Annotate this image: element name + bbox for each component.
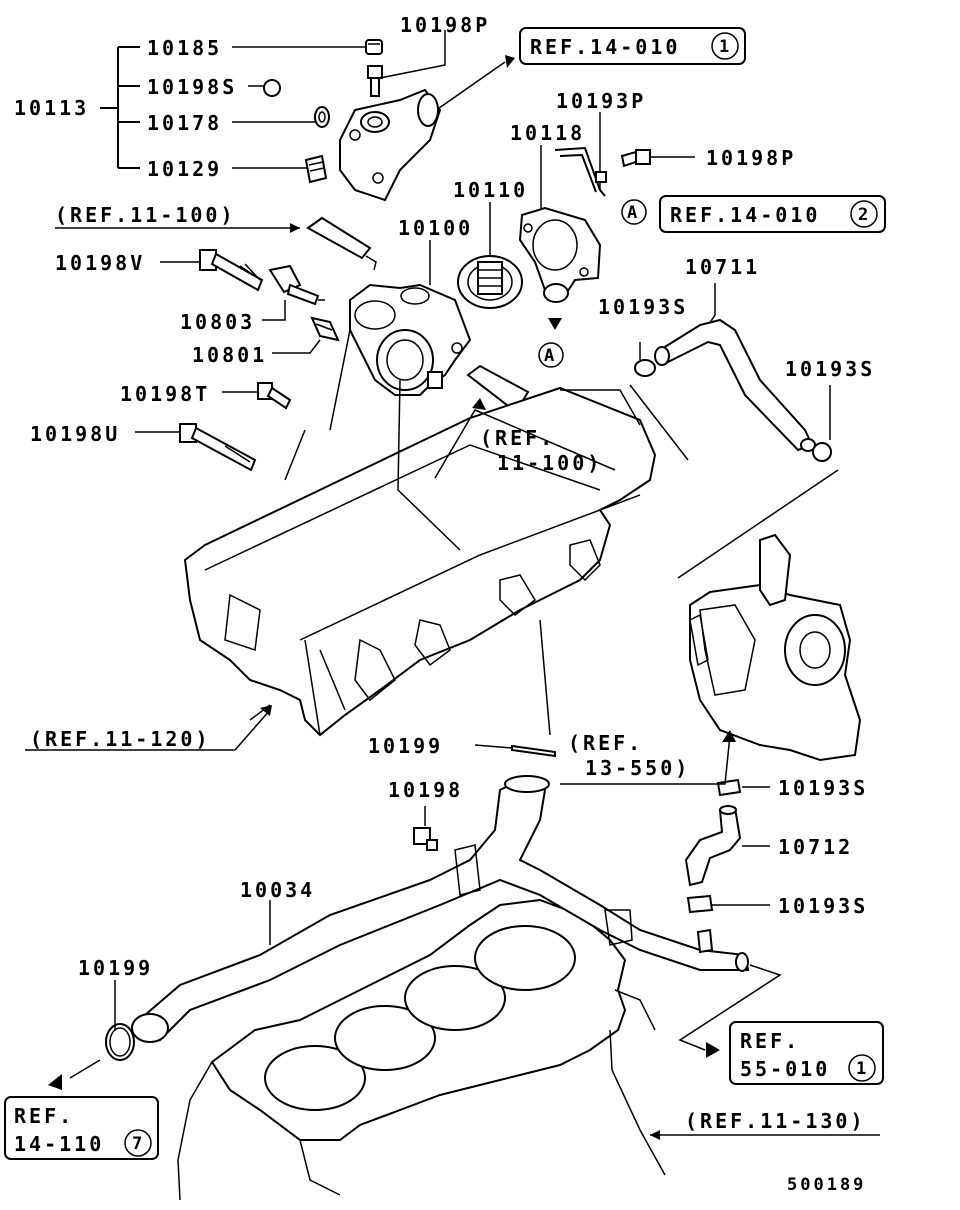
part-10801-sensor (310, 316, 340, 342)
ref-14-110-line1: REF. (14, 1104, 74, 1128)
part-10110-thermostat (457, 255, 523, 309)
ref-box-14-010-2: REF.14-010 2 (659, 195, 886, 233)
ref-11-100-mid-line1: (REF. (480, 426, 555, 450)
marker-a-lower: A (538, 342, 564, 368)
drawing-number: 500189 (787, 1175, 866, 1195)
label-10198V: 10198V (55, 251, 145, 275)
label-10193S-c: 10193S (778, 776, 868, 800)
label-10193S-a: 10193S (598, 295, 688, 319)
ref-11-120: (REF.11-120) (30, 727, 211, 751)
label-10034: 10034 (240, 878, 315, 902)
part-10198U-bolt (179, 423, 257, 472)
part-10198T-bolt (257, 382, 292, 410)
ref-box-14-110: REF. 14-110 7 (4, 1096, 159, 1160)
arrowheads (48, 55, 736, 1140)
part-10198P-bolt-right (620, 149, 651, 168)
label-10193S-b: 10193S (785, 357, 875, 381)
part-water-outlet-fitting (339, 88, 442, 202)
part-10199-oring-mid (511, 744, 556, 758)
ref-11-100-mid: (REF. 11-100) (480, 426, 602, 475)
part-10193S-clamp-d (686, 894, 714, 914)
part-10198P-bolt-top (367, 65, 383, 97)
label-10113: 10113 (14, 96, 89, 120)
part-small-hose-top (306, 216, 377, 271)
ref-11-100-mid-line2: 11-100) (497, 451, 602, 475)
marker-a-upper-text: A (627, 203, 640, 223)
guide-lines-head (249, 329, 839, 736)
ref-14-010-1-circle: 1 (719, 37, 732, 57)
label-10193P: 10193P (556, 89, 646, 113)
ref-box-14-010-1: REF.14-010 1 (519, 27, 746, 65)
label-10711: 10711 (685, 255, 760, 279)
part-10193S-clamp-a (634, 359, 656, 377)
part-10199-oring-low (105, 1023, 135, 1061)
ref-11-130: (REF.11-130) (685, 1109, 866, 1133)
label-10803: 10803 (180, 310, 255, 334)
ref-14-010-2-circle: 2 (858, 205, 871, 225)
part-cylinder-head (183, 386, 657, 737)
leaders-lower (25, 227, 880, 1136)
label-10198S: 10198S (147, 75, 237, 99)
part-engine-subassembly (689, 533, 862, 762)
label-10193S-d: 10193S (778, 894, 868, 918)
label-10185: 10185 (147, 36, 222, 60)
label-10199-low: 10199 (78, 956, 153, 980)
part-10711-hose (654, 318, 816, 452)
ref-55-010-line2: 55-010 (740, 1057, 830, 1081)
label-10198U: 10198U (30, 422, 120, 446)
label-10198: 10198 (388, 778, 463, 802)
label-10198P-top: 10198P (400, 13, 490, 37)
label-10198T: 10198T (120, 382, 210, 406)
label-10100: 10100 (398, 216, 473, 240)
ref-box-55-010: REF. 55-010 1 (729, 1021, 884, 1085)
ref-55-010-line1: REF. (740, 1029, 800, 1053)
part-cylinder-block (177, 898, 666, 1201)
part-10178-gasket (314, 106, 330, 128)
part-10118-thermostat-cover (518, 206, 602, 303)
part-10193P-bracket (554, 146, 607, 197)
ref-13-550-line1: (REF. (568, 731, 643, 755)
part-10193S-clamp-b (812, 442, 832, 462)
ref-13-550: (REF. 13-550) (568, 731, 690, 780)
label-10712: 10712 (778, 835, 853, 859)
part-10712-hose (684, 805, 742, 887)
label-10129: 10129 (147, 157, 222, 181)
marker-a-lower-text: A (544, 346, 557, 366)
ref-13-550-line2: 13-550) (585, 756, 690, 780)
label-10198P-right: 10198P (706, 146, 796, 170)
label-10199-mid: 10199 (368, 734, 443, 758)
part-10198S-plug (263, 79, 281, 97)
part-small-hose-mid (466, 364, 530, 414)
label-10118: 10118 (510, 121, 585, 145)
ref-14-010-2-text: REF.14-010 (670, 203, 820, 227)
ref-14-110-line2: 14-110 (14, 1132, 104, 1156)
label-10178: 10178 (147, 111, 222, 135)
marker-a-upper: A (621, 199, 647, 225)
part-10803-sensor (268, 264, 325, 306)
ref-55-010-circle: 1 (856, 1059, 869, 1079)
part-10034-water-pipe (131, 775, 750, 1043)
labels: 10185 10198P 10198S 10113 10178 10129 10… (14, 13, 875, 980)
ref-14-110-circle: 7 (132, 1134, 145, 1154)
part-10198V-bolt (199, 249, 264, 292)
part-10198-bolt-low (413, 827, 438, 851)
bracket-10113 (100, 46, 140, 169)
ref-11-100-top: (REF.11-100) (55, 203, 236, 227)
part-10185-plug (365, 39, 383, 55)
part-10193S-clamp-c (716, 778, 742, 797)
ref-14-010-1-text: REF.14-010 (530, 35, 680, 59)
label-10801: 10801 (192, 343, 267, 367)
part-10129-gasket (304, 154, 328, 184)
label-10110: 10110 (453, 178, 528, 202)
part-10100-housing (349, 283, 472, 396)
